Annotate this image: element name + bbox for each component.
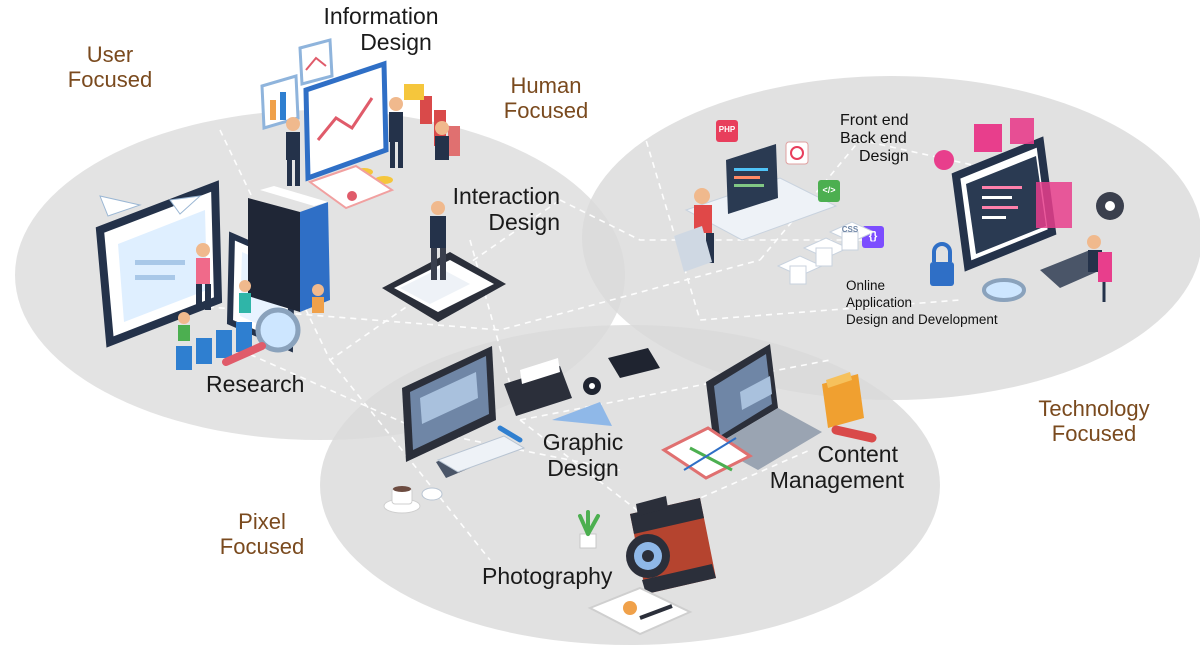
information-design-line-1: Information [323,3,439,29]
interaction-design-illustration [382,201,506,322]
online-application-line-2: Application [846,294,913,310]
frontend-line-2: Back end [840,129,907,147]
human-focused-line-1: Human [510,73,582,98]
technology-focused-line-1: Technology [1038,396,1150,421]
user-focused-label: User Focused [52,42,168,92]
information-design-illustration [260,38,460,210]
photography-text: Photography [482,563,613,589]
content-management-illustration [661,344,877,480]
pixel-focused-label: Pixel Focused [204,509,320,559]
frontend-developer-illustration [674,120,884,285]
user-focused-line-1: User [86,42,134,67]
interaction-design-line-1: Interaction [452,183,560,209]
css-badge: CSS [841,225,859,234]
photography-label: Photography [482,563,622,590]
human-focused-label: Human Focused [488,73,604,123]
php-badge: PHP [718,125,736,134]
content-management-line-2: Management [769,466,904,493]
research-illustration [95,180,330,370]
technology-focused-line-2: Focused [1051,420,1137,446]
graphic-design-line-2: Design [547,454,619,481]
interaction-design-label: Interaction Design [420,183,560,236]
information-design-label: Information Design [306,3,456,56]
online-application-illustration [930,118,1124,302]
graphic-design-illustration [383,346,660,514]
photography-illustration [578,496,716,636]
interaction-design-line-2: Design [488,208,560,235]
frontend-backend-label: Front end Back end Design [838,112,938,166]
technology-focused-label: Technology Focused [1024,396,1164,446]
frontend-line-3: Design [859,147,909,165]
pixel-focused-line-1: Pixel [238,509,286,534]
research-text: Research [206,371,305,397]
online-application-line-1: Online [846,278,886,293]
graphic-design-label: Graphic Design [528,429,638,482]
research-label: Research [206,371,316,398]
graphic-design-line-1: Graphic [542,429,624,455]
human-focused-line-2: Focused [503,97,589,123]
braces-badge: {} [868,230,878,242]
pixel-focused-line-2: Focused [219,533,305,559]
online-application-line-3: Design and Development [846,311,998,327]
content-management-line-1: Content [817,441,898,467]
code-badge: </> [822,185,836,195]
online-application-label: Online Application Design and Developmen… [846,278,1026,329]
information-design-line-2: Design [360,28,432,55]
user-focused-line-2: Focused [67,66,153,92]
frontend-line-1: Front end [840,112,909,129]
content-management-label: Content Management [754,441,904,494]
